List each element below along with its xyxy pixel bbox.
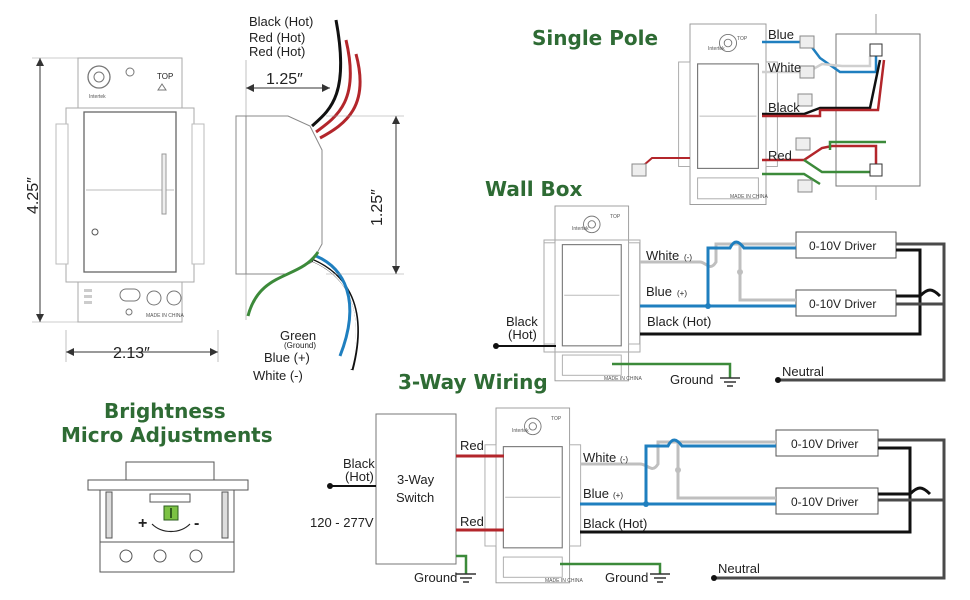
wall-box-section: Wall Box Intertek TOP MADE IN CHINA 0-10…	[485, 177, 946, 387]
side-wire-label-black: Black (Hot)	[249, 14, 313, 29]
sp-intertek: Intertek	[708, 46, 725, 52]
wb-label-black-2: (Hot)	[508, 327, 537, 342]
height-dimension: 4.25″	[25, 177, 42, 214]
adjust-minus: -	[194, 515, 199, 532]
tw-label-black-hot: Black (Hot)	[583, 516, 647, 531]
tw-label-blue-sign: (+)	[613, 491, 623, 500]
three-way-section: 3-Way Wiring 3-Way Switch Intertek TOP M…	[310, 370, 946, 585]
side-red-wire-2	[319, 53, 362, 140]
side-height-dimension: 1.25″	[369, 189, 386, 226]
side-green-wire	[246, 251, 320, 317]
sp-made-in: MADE IN CHINA	[730, 194, 768, 200]
side-black-wire	[311, 19, 343, 128]
tw-driver-1	[775, 429, 879, 457]
wb-driver-2-label: 0-10V Driver	[809, 297, 876, 311]
brightness-section: Brightness Micro Adjustments + -	[61, 399, 273, 573]
single-pole-section: Single Pole Intertek TOP MADE IN CHINA B…	[532, 14, 921, 206]
wb-made-in: MADE IN CHINA	[604, 376, 642, 382]
tw-intertek: Intertek	[512, 428, 529, 434]
side-wire-label-white: White (-)	[253, 368, 303, 383]
dimmer-paddle	[83, 111, 177, 273]
tw-driver-1-label: 0-10V Driver	[791, 437, 858, 451]
side-blue-wire	[315, 254, 352, 357]
width-dimension: 2.13″	[113, 345, 150, 362]
wb-intertek: Intertek	[572, 226, 589, 232]
tw-made-in: MADE IN CHINA	[545, 578, 583, 584]
wb-label-blue-sign: (+)	[677, 289, 687, 298]
wb-label-blue: Blue	[646, 284, 672, 299]
wb-label-neutral: Neutral	[782, 364, 824, 379]
wall-box-heading: Wall Box	[485, 177, 583, 201]
side-wire-label-blue: Blue (+)	[264, 350, 310, 365]
side-view: Black (Hot) Red (Hot) Red (Hot) 1.25″ 1.…	[235, 14, 404, 383]
intertek-label: Intertek	[89, 94, 106, 100]
made-in-label: MADE IN CHINA	[146, 313, 184, 319]
wb-label-black-hot: Black (Hot)	[647, 314, 711, 329]
depth-dimension: 1.25″	[266, 71, 303, 88]
tw-label-black-1: Black	[343, 456, 375, 471]
side-wire-label-green: Green	[280, 328, 316, 343]
tw-label-voltage: 120 - 277V	[310, 515, 374, 530]
adjust-plus: +	[138, 515, 147, 532]
single-pole-heading: Single Pole	[532, 26, 658, 50]
wb-label-black-1: Black	[506, 314, 538, 329]
tw-driver-2	[775, 487, 879, 515]
tw-label-red-top: Red	[460, 438, 484, 453]
side-wire-label-ground: (Ground)	[284, 341, 316, 350]
tw-label-blue: Blue	[583, 486, 609, 501]
tw-label-red-bottom: Red	[460, 514, 484, 529]
wb-label-ground: Ground	[670, 372, 713, 387]
tw-label-ground-left: Ground	[414, 570, 457, 585]
tw-label-white-sign: (-)	[620, 455, 628, 464]
tw-label-neutral: Neutral	[718, 561, 760, 576]
brightness-heading-2: Micro Adjustments	[61, 423, 273, 447]
top-label: TOP	[157, 72, 173, 81]
tw-label-ground-right: Ground	[605, 570, 648, 585]
sp-label-white: White	[768, 60, 801, 75]
side-red-wire-1	[315, 39, 352, 134]
three-way-switch-label-2: Switch	[396, 490, 434, 505]
side-wire-label-red-1: Red (Hot)	[249, 30, 305, 45]
sp-label-black: Black	[768, 100, 800, 115]
sp-label-blue: Blue	[768, 27, 794, 42]
front-view: TOP Intertek MADE IN CHINA 4.25″ 2.13″	[25, 57, 219, 362]
tw-label-black-2: (Hot)	[345, 469, 374, 484]
three-way-heading: 3-Way Wiring	[398, 370, 548, 394]
wb-top: TOP	[610, 214, 621, 220]
sp-label-red: Red	[768, 148, 792, 163]
three-way-switch-label-1: 3-Way	[397, 472, 435, 487]
tw-top: TOP	[551, 416, 562, 422]
brightness-heading-1: Brightness	[104, 399, 226, 423]
side-wire-label-red-2: Red (Hot)	[249, 44, 305, 59]
tw-driver-2-label: 0-10V Driver	[791, 495, 858, 509]
wb-driver-1	[795, 231, 897, 259]
three-way-switch-box	[375, 413, 457, 565]
wb-label-white: White	[646, 248, 679, 263]
wb-driver-1-label: 0-10V Driver	[809, 239, 876, 253]
tw-label-white: White	[583, 450, 616, 465]
wb-label-white-sign: (-)	[684, 253, 692, 262]
sp-top: TOP	[737, 36, 748, 42]
